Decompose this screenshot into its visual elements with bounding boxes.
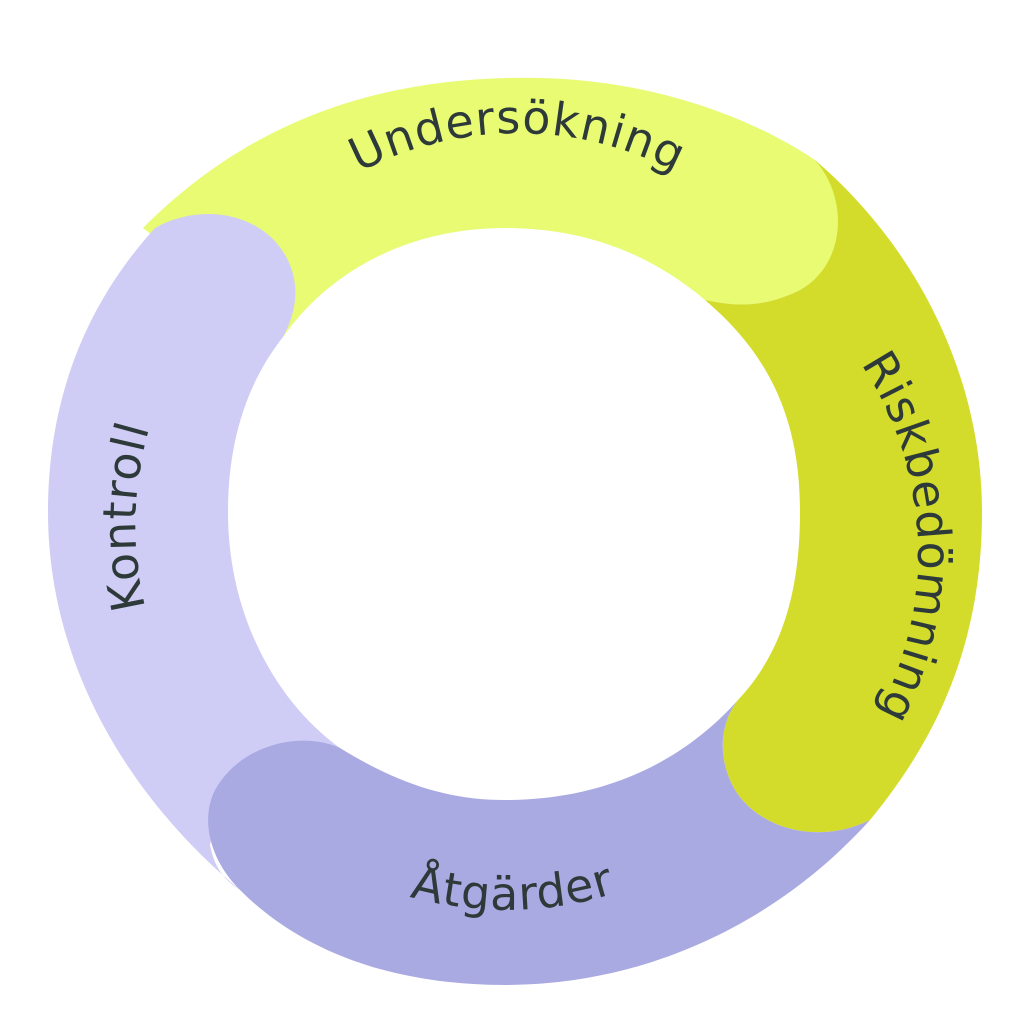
segment-undersokning xyxy=(143,77,843,337)
segment-kontroll xyxy=(48,214,340,890)
segment-riskbedomning xyxy=(705,160,982,833)
segment-atgarder xyxy=(208,700,871,985)
